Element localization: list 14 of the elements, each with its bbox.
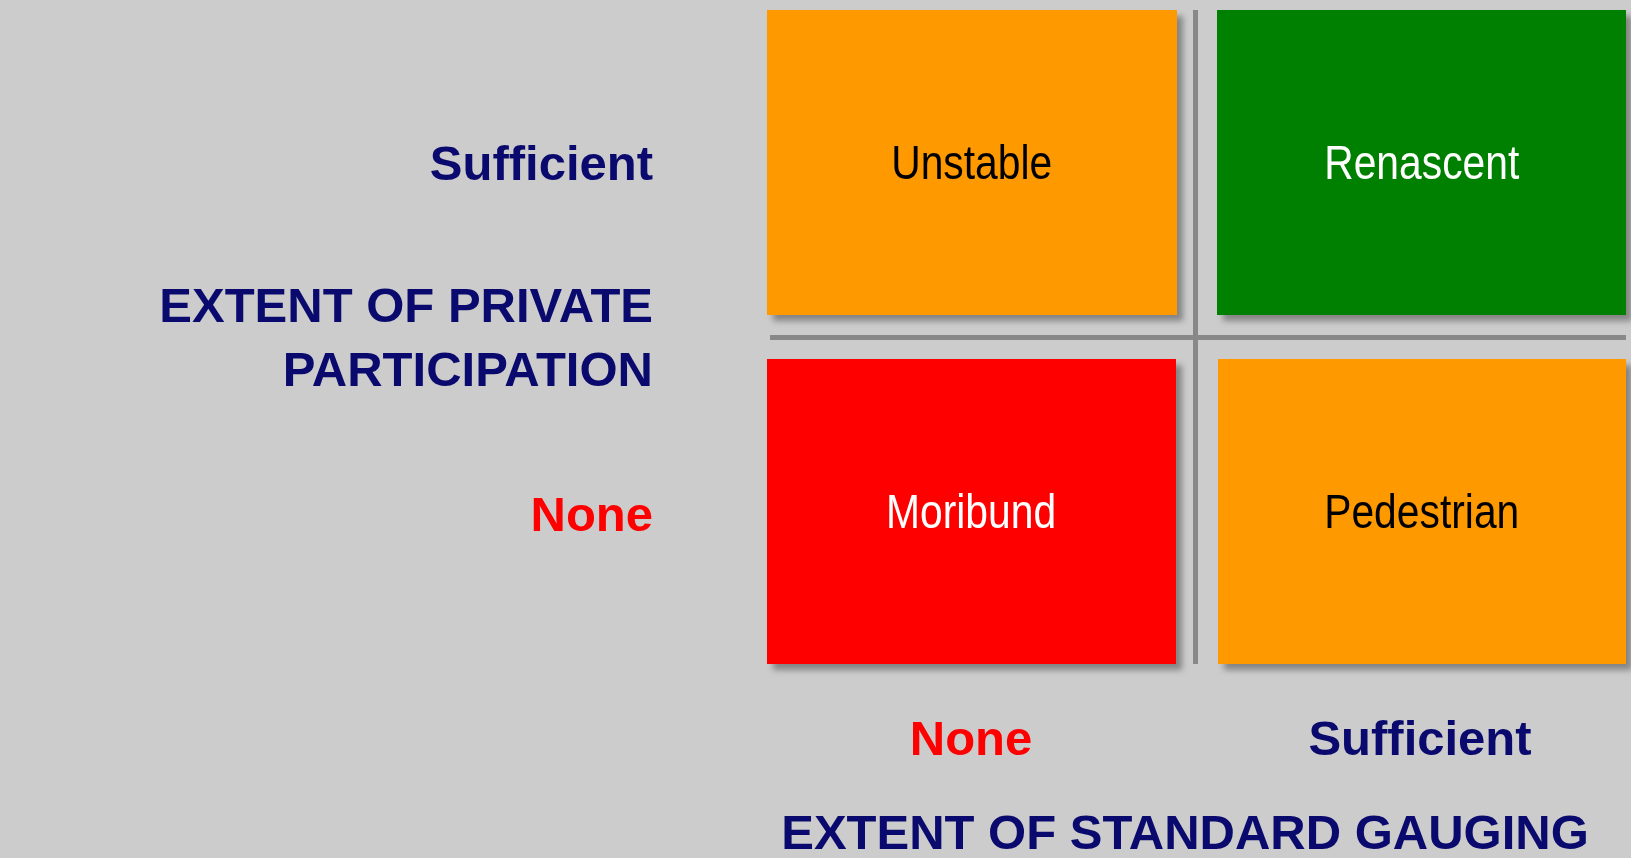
axis-title: EXTENT OF PRIVATE PARTICIPATION xyxy=(158,277,653,398)
axis-level-label: None xyxy=(530,486,653,543)
axis-level-label: Sufficient xyxy=(429,135,653,192)
quadrant-label: Moribund xyxy=(886,484,1057,539)
quadrant-box xyxy=(1218,359,1626,664)
axis-title: EXTENT OF STANDARD GAUGING xyxy=(781,804,1589,858)
quadrant-label: Renascent xyxy=(1323,135,1519,190)
quadrant-label: Pedestrian xyxy=(1324,484,1520,539)
quadrant-box xyxy=(767,359,1176,664)
quadrant-label: Unstable xyxy=(891,135,1053,190)
axis-level-label: Sufficient xyxy=(1308,710,1532,767)
quadrant-box xyxy=(1217,10,1626,315)
axis-level-label: None xyxy=(909,710,1033,767)
quadrant-box xyxy=(767,10,1177,315)
